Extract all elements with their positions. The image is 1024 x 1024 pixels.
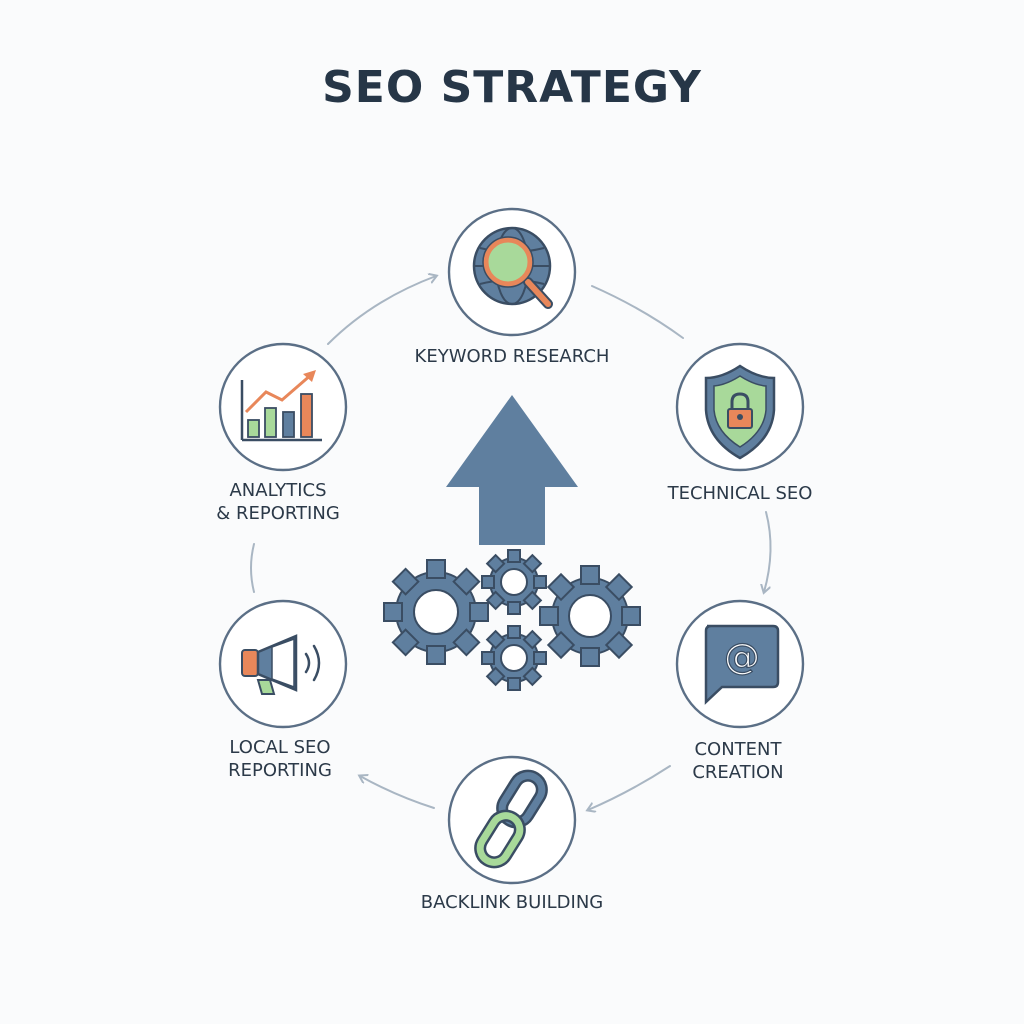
label-technical-seo: TECHNICAL SEO: [667, 483, 813, 504]
megaphone-icon: [241, 634, 321, 695]
cycle-arrows: [250, 276, 772, 810]
chain-link-icon: [474, 769, 548, 869]
arrow-local-to-analytics: [250, 543, 255, 593]
svg-text:@: @: [724, 637, 760, 678]
magnifier-globe-icon: [472, 226, 553, 309]
arrow-keyword-to-technical: [591, 285, 684, 339]
page-title: SEO STRATEGY: [322, 62, 702, 113]
label-backlink-building: BACKLINK BUILDING: [420, 892, 604, 913]
label-content-creation: CONTENT CREATION: [692, 739, 784, 783]
at-sign-chat-icon: @: [704, 624, 780, 705]
gears-icon: [383, 549, 641, 691]
arrow-technical-to-content: [764, 511, 772, 592]
node-keyword-research: [447, 207, 577, 337]
bar-chart-trend-icon: [240, 370, 322, 442]
shield-lock-icon: [704, 364, 776, 460]
arrow-backlink-to-local: [360, 776, 435, 809]
up-arrow-icon: [446, 395, 578, 545]
label-keyword-research: KEYWORD RESEARCH: [414, 346, 610, 367]
label-analytics-reporting: ANALYTICS & REPORTING: [216, 480, 340, 524]
node-content-creation: @: [675, 599, 805, 729]
node-backlink-building: [447, 755, 577, 885]
node-technical-seo: [675, 342, 805, 472]
node-local-seo-reporting: [218, 599, 348, 729]
arrow-analytics-to-keyword: [327, 276, 436, 345]
label-local-seo-reporting: LOCAL SEO REPORTING: [228, 737, 332, 781]
arrow-content-to-backlink: [588, 765, 671, 810]
node-analytics-reporting: [218, 342, 348, 472]
